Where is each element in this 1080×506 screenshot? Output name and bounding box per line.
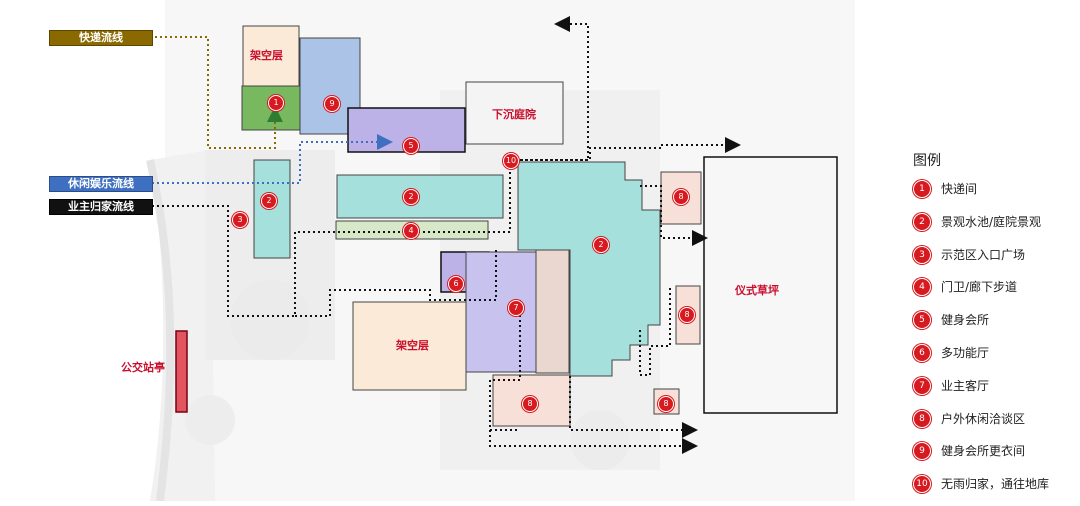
- legend-label: 门卫/廊下步道: [941, 280, 1018, 295]
- legend-title: 图例: [913, 153, 941, 169]
- courier-flow-tag: 快递流线: [49, 30, 153, 46]
- legend-label: 无雨归家，通往地库: [941, 477, 1050, 492]
- bus-stop-label: 公交站亭: [121, 361, 165, 374]
- legend-item: 4 门卫/廊下步道: [913, 276, 1078, 309]
- legend-label: 健身会所: [941, 313, 990, 328]
- owner-flow-line-bottom: [489, 430, 698, 454]
- courtyard-landscape-block: [517, 161, 661, 377]
- legend-item: 2 景观水池/庭院景观: [913, 211, 1078, 244]
- stilt-floor-center-label: 架空层: [396, 339, 429, 352]
- legend-item: 1 快递间: [913, 178, 1078, 211]
- legend-label: 健身会所更衣间: [941, 444, 1026, 459]
- marker-no-rain-return: 10: [503, 153, 519, 169]
- legend-label: 快递间: [941, 182, 978, 196]
- marker-courtyard-landscape: 2: [593, 237, 609, 253]
- leisure-flow-tag: 休闲娱乐流线: [49, 176, 153, 192]
- stilt-floor-top-label: 架空层: [250, 49, 283, 62]
- legend-number: 7: [913, 376, 931, 395]
- marker-entrance-plaza: 3: [232, 212, 248, 228]
- entrance-plaza-water-block: [253, 159, 291, 259]
- legend-label: 多功能厅: [941, 345, 990, 360]
- marker-outdoor-lounge-right: 8: [673, 189, 689, 205]
- marker-outdoor-lounge-small: 8: [658, 396, 674, 412]
- marker-landscape-pool-center: 2: [403, 189, 419, 205]
- flow-lines: [150, 16, 741, 454]
- marker-outdoor-lounge-bottom: 8: [522, 396, 538, 412]
- marker-fitness-changing-room: 9: [324, 96, 340, 112]
- legend-item: 3 示范区入口广场: [913, 244, 1078, 277]
- ceremonial-lawn-block: [703, 156, 838, 414]
- legend: 图例 1 快递间 2 景观水池/庭院景观 3 示范区入口广场 4 门卫/廊下步道 5 健身…: [913, 150, 1078, 506]
- legend-number: 5: [913, 311, 931, 330]
- legend-number: 1: [913, 180, 931, 198]
- building-blocks: [175, 25, 838, 427]
- owner-lounge-side-block: [535, 249, 570, 374]
- marker-owner-lounge: 7: [508, 300, 524, 316]
- marker-fitness-club: 5: [403, 138, 419, 154]
- legend-number: 8: [913, 409, 931, 428]
- owner-flow-line-north: [510, 16, 589, 161]
- leisure-flow-line: [152, 134, 393, 184]
- legend-item: 5 健身会所: [913, 309, 1078, 342]
- owner-flow-line-west-loop: [295, 250, 497, 317]
- ceremonial-lawn-label: 仪式草坪: [735, 284, 779, 297]
- owner-flow-line-east: [640, 185, 708, 246]
- legend-item: 6 多功能厅: [913, 342, 1078, 375]
- sunken-courtyard-label: 下沉庭院: [492, 108, 536, 121]
- owner-lounge-block: [465, 251, 537, 373]
- legend-number: 2: [913, 212, 931, 231]
- legend-number: 3: [913, 245, 931, 264]
- marker-multi-function-hall: 6: [448, 276, 464, 292]
- legend-number: 9: [913, 442, 931, 461]
- legend-item: 9 健身会所更衣间: [913, 440, 1078, 473]
- legend-number: 4: [913, 278, 931, 297]
- marker-courier-room: 1: [268, 95, 284, 111]
- marker-landscape-pool-west: 2: [261, 193, 277, 209]
- legend-item: 8 户外休闲洽谈区: [913, 408, 1078, 441]
- legend-label: 示范区入口广场: [941, 247, 1026, 262]
- legend-number: 10: [913, 475, 931, 494]
- sunken-courtyard-block: [465, 81, 564, 145]
- owner-flow-line-south: [489, 300, 521, 431]
- legend-item: 7 业主客厅: [913, 375, 1078, 408]
- bus-stop-block: [175, 330, 188, 413]
- owner-flow-tag: 业主归家流线: [49, 199, 153, 215]
- water-pool-block: [336, 174, 504, 219]
- legend-item: 10 无雨归家，通往地库: [913, 473, 1078, 506]
- marker-gate-corridor: 4: [403, 223, 419, 239]
- stilt-floor-center-block: [352, 301, 467, 391]
- owner-flow-line-main: [152, 137, 741, 317]
- stilt-floor-top-block: [242, 25, 300, 87]
- marker-outdoor-lounge-lawn: 8: [679, 307, 695, 323]
- legend-label: 景观水池/庭院景观: [941, 214, 1042, 229]
- legend-label: 户外休闲洽谈区: [941, 411, 1026, 426]
- legend-number: 6: [913, 343, 931, 362]
- legend-label: 业主客厅: [941, 378, 990, 393]
